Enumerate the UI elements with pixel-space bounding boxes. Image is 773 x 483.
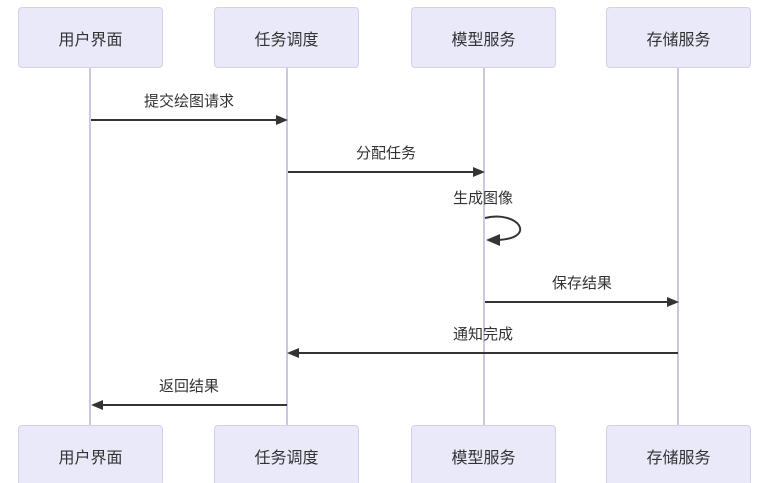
lifeline-user-interface bbox=[89, 68, 91, 426]
message-label-save-result: 保存结果 bbox=[551, 275, 612, 292]
actor-top-storage-service: 存储服务 bbox=[606, 7, 751, 68]
message-line-notify-complete bbox=[299, 352, 678, 354]
lifeline-task-scheduler bbox=[286, 68, 288, 426]
message-label-assign-task: 分配任务 bbox=[355, 145, 416, 162]
actor-top-model-service: 模型服务 bbox=[411, 7, 556, 68]
arrowhead-right-icon bbox=[667, 297, 679, 307]
message-line-assign-task bbox=[288, 171, 474, 173]
lifeline-model-service bbox=[483, 68, 485, 426]
message-label-generate-image: 生成图像 bbox=[452, 190, 513, 207]
self-loop-arrow-icon bbox=[484, 215, 522, 246]
actor-top-user-interface: 用户界面 bbox=[18, 7, 163, 68]
arrowhead-left-icon bbox=[287, 348, 299, 358]
actor-bottom-model-service: 模型服务 bbox=[411, 425, 556, 483]
message-label-notify-complete: 通知完成 bbox=[452, 326, 513, 343]
message-line-submit-draw-request bbox=[91, 119, 278, 121]
arrowhead-right-icon bbox=[276, 115, 288, 125]
actor-bottom-storage-service: 存储服务 bbox=[606, 425, 751, 483]
message-line-save-result bbox=[485, 301, 669, 303]
message-label-return-result: 返回结果 bbox=[158, 378, 219, 395]
actor-bottom-task-scheduler: 任务调度 bbox=[214, 425, 359, 483]
arrowhead-right-icon bbox=[473, 167, 485, 177]
actor-top-task-scheduler: 任务调度 bbox=[214, 7, 359, 68]
actor-bottom-user-interface: 用户界面 bbox=[18, 425, 163, 483]
lifeline-storage-service bbox=[677, 68, 679, 426]
message-line-return-result bbox=[103, 404, 287, 406]
arrowhead-left-icon bbox=[91, 400, 103, 410]
message-label-submit-draw-request: 提交绘图请求 bbox=[143, 93, 234, 110]
